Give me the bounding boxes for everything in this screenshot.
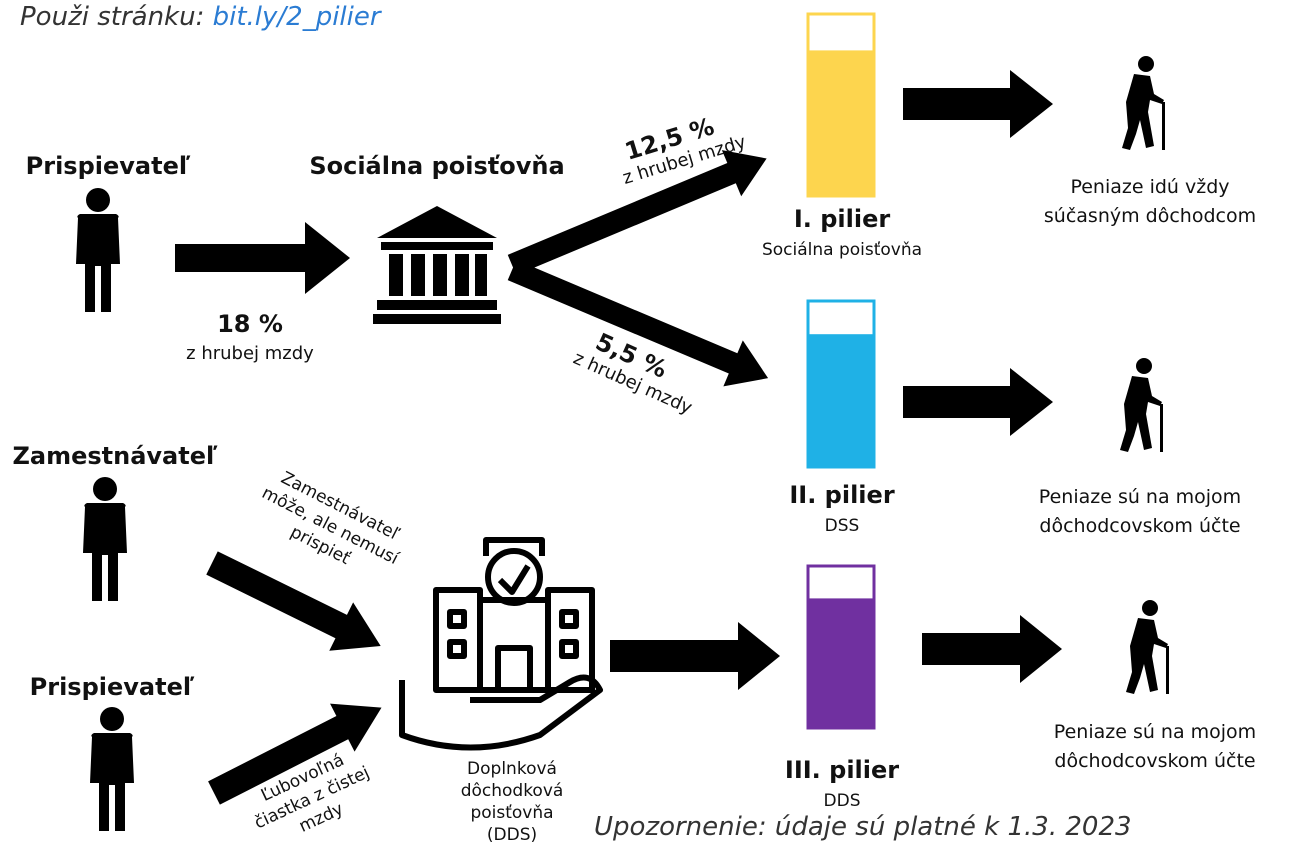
main-flow-basis: z hrubej mzdy <box>186 343 314 364</box>
source-link[interactable]: bit.ly/2_pilier <box>212 2 381 32</box>
bank-icon <box>373 206 501 324</box>
source-note-prefix: Použi stránku: <box>20 2 213 32</box>
contributor-bottom-label: Prispievateľ <box>29 673 195 701</box>
source-note: Použi stránku: bit.ly/2_pilier <box>20 2 381 32</box>
dds-company-line: dôchodková <box>460 781 564 801</box>
main-flow-percent: 18 % <box>217 310 283 338</box>
arrow-employer-to-dds <box>206 551 381 651</box>
person-icon <box>83 477 127 601</box>
dds-company-label: Doplnková dôchodková poisťovňa (DDS) <box>461 758 564 846</box>
social-insurance-label: Sociálna poisťovňa <box>309 152 565 180</box>
pillar2-outcome-line: dôchodcovskom účte <box>1039 515 1241 537</box>
validity-notice: Upozornenie: údaje sú platné k 1.3. 2023 <box>594 812 1132 842</box>
pillar1-outcome-line: súčasným dôchodcom <box>1043 205 1257 227</box>
pillar1-gauge-outline <box>806 12 876 198</box>
pillar-gauges <box>806 12 876 730</box>
elderly-person-icon <box>1120 358 1163 452</box>
pillar1-subtitle: Sociálna poisťovňa <box>761 240 923 260</box>
arrow-contributor-to-social <box>175 222 350 294</box>
arrow-pillar1-out <box>903 70 1053 138</box>
arrow-dds-to-pillar3 <box>610 622 780 690</box>
pillar2-subtitle: DSS <box>824 516 860 536</box>
pillar2-outcome: Peniaze sú na mojom dôchodcovskom účte <box>1039 483 1241 541</box>
pillar1-title: I. pilier <box>793 205 891 233</box>
arrows <box>175 70 1062 805</box>
pillar1-outcome-line: Peniaze idú vždy <box>1070 176 1230 198</box>
pillar2-gauge-outline <box>806 299 876 469</box>
dds-company-line: poisťovňa <box>470 803 554 823</box>
pension-company-icon <box>399 537 603 751</box>
pillar3-title: III. pilier <box>784 756 900 784</box>
pillar3-outcome-line: Peniaze sú na mojom <box>1053 721 1257 743</box>
arrow-pillar2-out <box>903 368 1053 436</box>
arrow-pillar3-out <box>922 615 1062 683</box>
person-icon <box>76 188 120 312</box>
employer-label: Zamestnávateľ <box>12 442 218 470</box>
pillar3-outcome: Peniaze sú na mojom dôchodcovskom účte <box>1054 718 1256 776</box>
arrow-social-to-pillar1 <box>507 150 767 276</box>
elderly-person-icon <box>1122 56 1165 150</box>
dds-company-line: (DDS) <box>486 825 538 845</box>
pillar3-fill-level <box>808 598 874 728</box>
contributor-top-label: Prispievateľ <box>25 152 191 180</box>
pillar2-title: II. pilier <box>789 481 895 509</box>
pillar3-gauge-outline <box>806 564 876 730</box>
person-icon <box>90 707 134 831</box>
dds-company-line: Doplnková <box>467 759 557 779</box>
pillar3-subtitle: DDS <box>823 791 861 811</box>
arrow-contributor-to-dds <box>208 703 382 805</box>
pillar3-outcome-line: dôchodcovskom účte <box>1054 750 1256 772</box>
arrow-social-to-pillar2 <box>507 259 769 387</box>
elderly-person-icon <box>1126 600 1169 694</box>
pillar2-fill-level <box>808 334 874 467</box>
pillar2-outcome-line: Peniaze sú na mojom <box>1038 486 1242 508</box>
pillar1-outcome: Peniaze idú vždy súčasným dôchodcom <box>1044 173 1256 231</box>
pillar1-fill-level <box>808 50 874 197</box>
